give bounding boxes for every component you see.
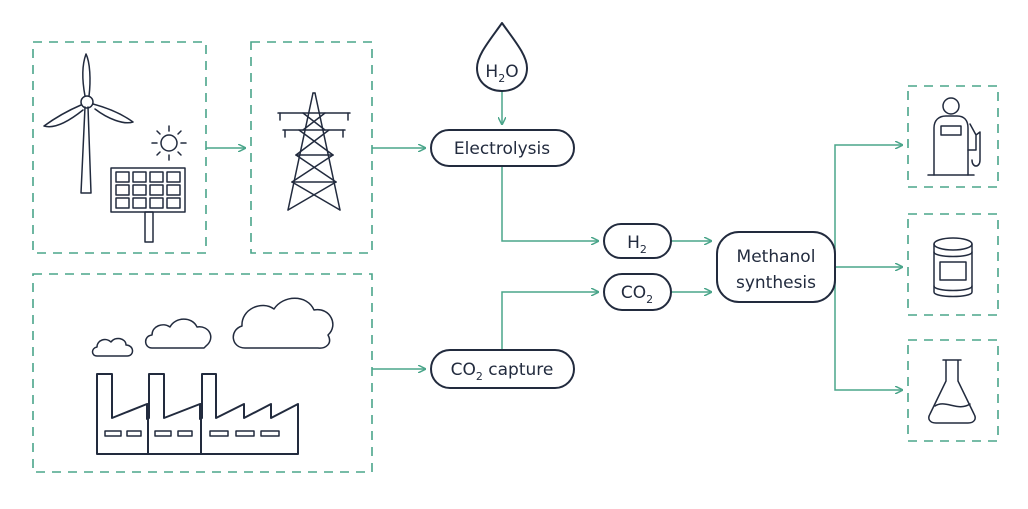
arrow-electrolysis-to-h2 [501, 166, 598, 241]
co2-capture-label: CO2 capture [451, 360, 554, 383]
fuel-pump-icon [927, 97, 981, 176]
barrel-icon [933, 237, 973, 298]
factory-icon [96, 373, 299, 455]
flask-icon [928, 359, 976, 424]
sun-icon [151, 125, 187, 161]
renewables-box [32, 41, 207, 254]
grid-box [250, 41, 373, 254]
wind-turbine-icon [43, 53, 134, 194]
solar-panel-icon [110, 167, 186, 243]
industry-box [32, 273, 373, 473]
water-label: H2O [485, 62, 518, 85]
co2-node [603, 273, 672, 311]
arrow-methanol-to-chemicals [834, 267, 902, 390]
chemicals-product-box [907, 339, 999, 442]
arrow-capture-to-co2 [501, 292, 598, 350]
water-drop-icon: H2O [476, 22, 528, 92]
arrow-methanol-to-fuel [834, 145, 902, 267]
co2-capture-node [430, 349, 575, 389]
electrolysis-label: Electrolysis [454, 139, 550, 159]
barrel-product-box [907, 213, 999, 316]
h2-label: H2 [627, 233, 647, 256]
methanol-synthesis-node [716, 231, 836, 303]
power-pylon-icon [277, 92, 351, 211]
methanol-line1: Methanol [737, 247, 816, 267]
cloud-icon [91, 297, 334, 357]
fuel-product-box [907, 85, 999, 188]
co2-label: CO2 [621, 283, 653, 306]
electrolysis-node [430, 129, 575, 167]
methanol-line2: synthesis [736, 273, 816, 293]
h2-node [603, 223, 672, 259]
